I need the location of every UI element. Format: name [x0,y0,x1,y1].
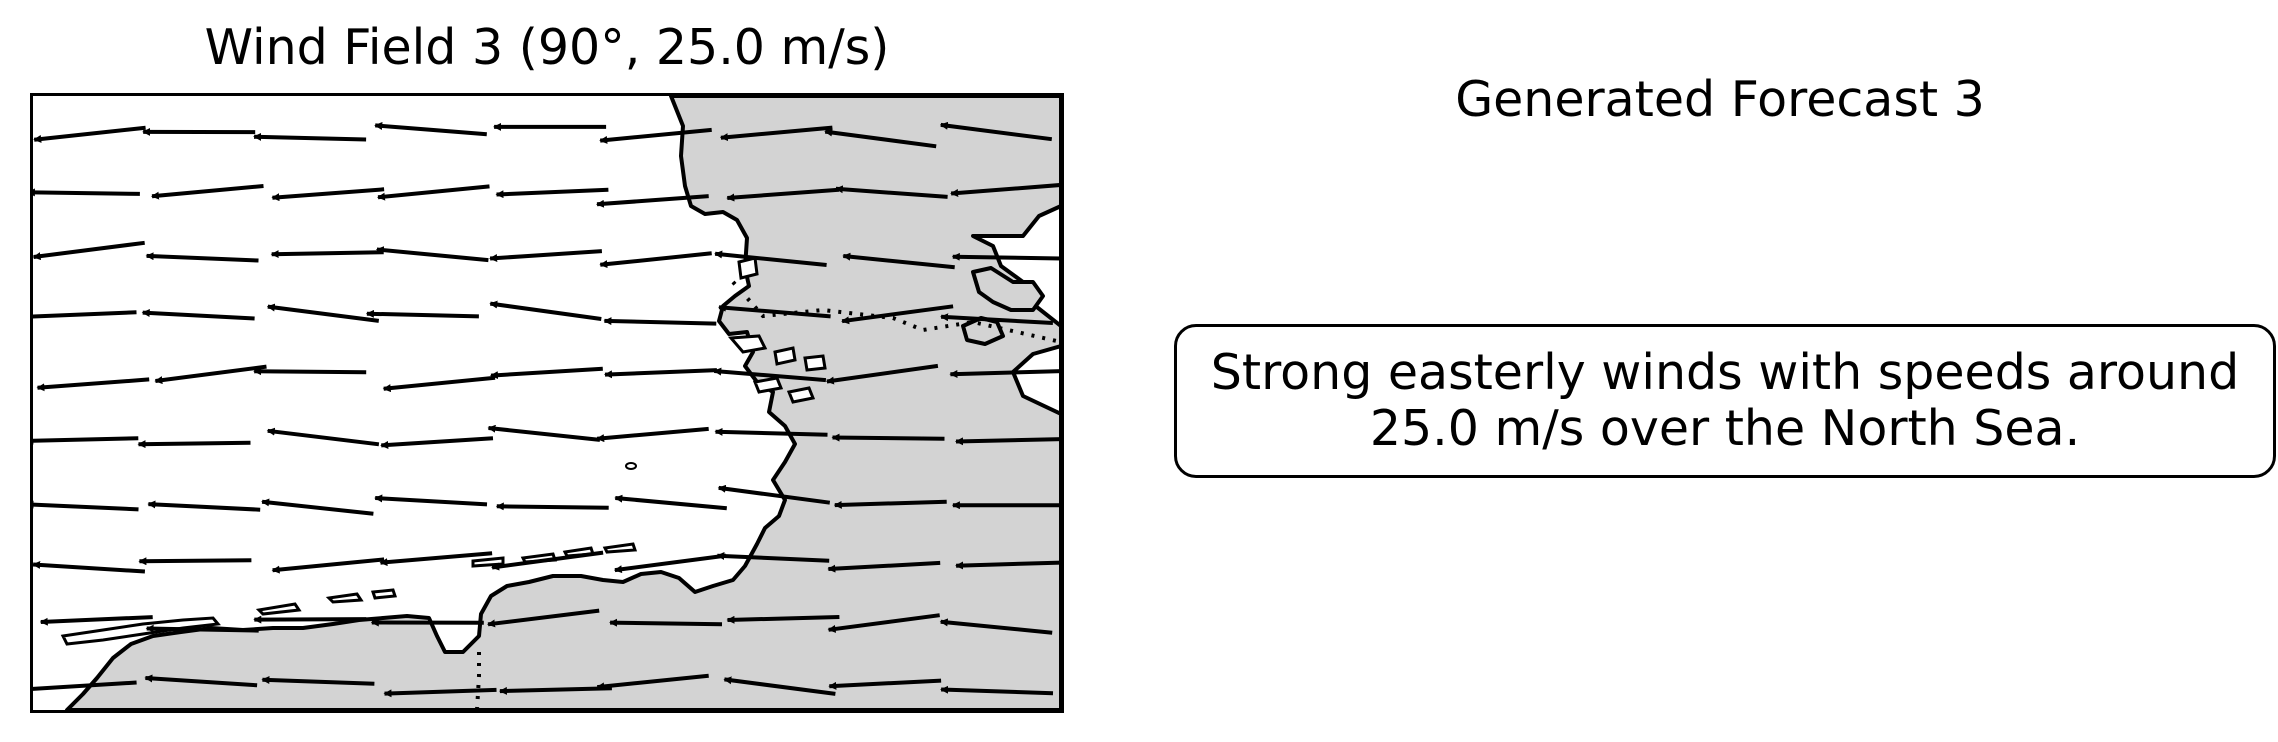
wind-arrow [495,502,609,511]
wind-arrow [718,303,831,319]
wind-arrow [271,187,385,202]
wind-arrow [613,553,727,574]
wind-arrow [719,125,833,142]
wind-arrow [383,687,497,698]
wind-arrow [714,427,828,437]
wind-arrow [266,303,380,323]
wind-arrow [33,560,146,574]
border-netherlands-germany [475,652,481,710]
wind-arrow [33,188,140,197]
wind-arrow [603,317,717,326]
wind-arrow [940,313,1054,325]
wind-arrow [939,121,1053,142]
wind-arrow [596,194,709,208]
wind-arrow [824,128,937,149]
wind-arrow [714,250,827,267]
wind-arrow [955,560,1061,570]
wind-arrow [380,436,494,449]
wind-arrow [841,304,954,325]
wind-arrow [951,252,1061,261]
wind-arrow [270,250,384,259]
wind-arrow [144,674,258,688]
wind-arrow [253,367,367,376]
forecast-title: Generated Forecast 3 [1455,71,1985,128]
heligoland [625,462,637,470]
wind-arrow [154,364,267,385]
wind-arrow [939,618,1053,635]
wind-arrow [489,300,602,321]
wind-arrow [33,500,139,512]
wind-arrow [596,673,709,691]
wind-arrow [609,618,723,627]
wind-arrow [828,678,942,690]
wind-field-title: Wind Field 3 (90°, 25.0 m/s) [204,19,890,76]
wind-arrow [723,676,836,696]
wind-arrow [490,366,603,380]
wind-arrow [137,440,251,449]
wind-arrow [151,184,264,200]
wind-arrow [717,484,831,505]
wind-arrow [33,436,139,445]
wind-arrow [271,557,385,574]
wind-arrow [365,309,479,319]
wind-arrow [147,500,261,512]
north-frisian-islands [727,256,827,404]
wind-arrow [491,550,604,571]
wind-arrow [831,433,945,442]
wind-arrow [33,240,145,261]
wind-arrow [599,127,712,144]
wind-arrows [33,121,1061,698]
wind-arrow [487,424,601,442]
wind-arrow [261,675,375,686]
wind-arrow [377,184,490,201]
wind-arrow [827,613,940,633]
wind-arrow [834,185,948,199]
wind-arrow [33,310,137,319]
wind-arrow [596,426,709,443]
wind-arrow [382,375,496,393]
wind-arrow [599,251,712,269]
wind-arrow [713,367,827,383]
wind-arrow [145,624,259,633]
wind-arrow [39,615,153,626]
wind-arrow [375,246,489,263]
wind-arrow [266,427,380,447]
wind-arrow [498,686,612,695]
frisian-islands [471,542,638,568]
wind-arrow [827,560,941,573]
wind-arrow [833,499,947,509]
wind-arrow [726,615,840,624]
wind-arrow [489,249,603,263]
wind-arrow [940,685,1054,696]
wind-arrow [825,363,939,385]
wind-arrow [614,494,727,511]
wind-arrow [33,680,137,691]
border-denmark-germany [731,280,1061,344]
wind-arrow [141,308,255,321]
wind-arrow [145,252,259,263]
wind-arrow [487,608,600,628]
wind-arrow [842,252,955,270]
wind-arrow [604,368,717,379]
wind-arrow [379,551,493,567]
land-zealand [971,266,1045,312]
map-canvas [33,96,1061,710]
wind-arrow [726,187,840,202]
wind-arrow [253,615,367,624]
wind-arrow [950,182,1061,197]
wind-arrow [36,377,150,392]
wind-arrow [949,369,1061,379]
wind-arrow [33,125,146,143]
wind-arrow [261,498,374,516]
wind-arrow [374,494,488,507]
wind-arrow [716,552,830,563]
wind-arrow [955,437,1061,446]
wind-arrow [253,132,367,142]
sea-baltic [1011,344,1061,416]
wind-arrow [138,557,252,566]
wind-field-map [30,93,1064,713]
wind-arrow [495,187,609,199]
forecast-text-box: Strong easterly winds with speeds around… [1174,324,2276,478]
wind-arrow [374,121,487,137]
